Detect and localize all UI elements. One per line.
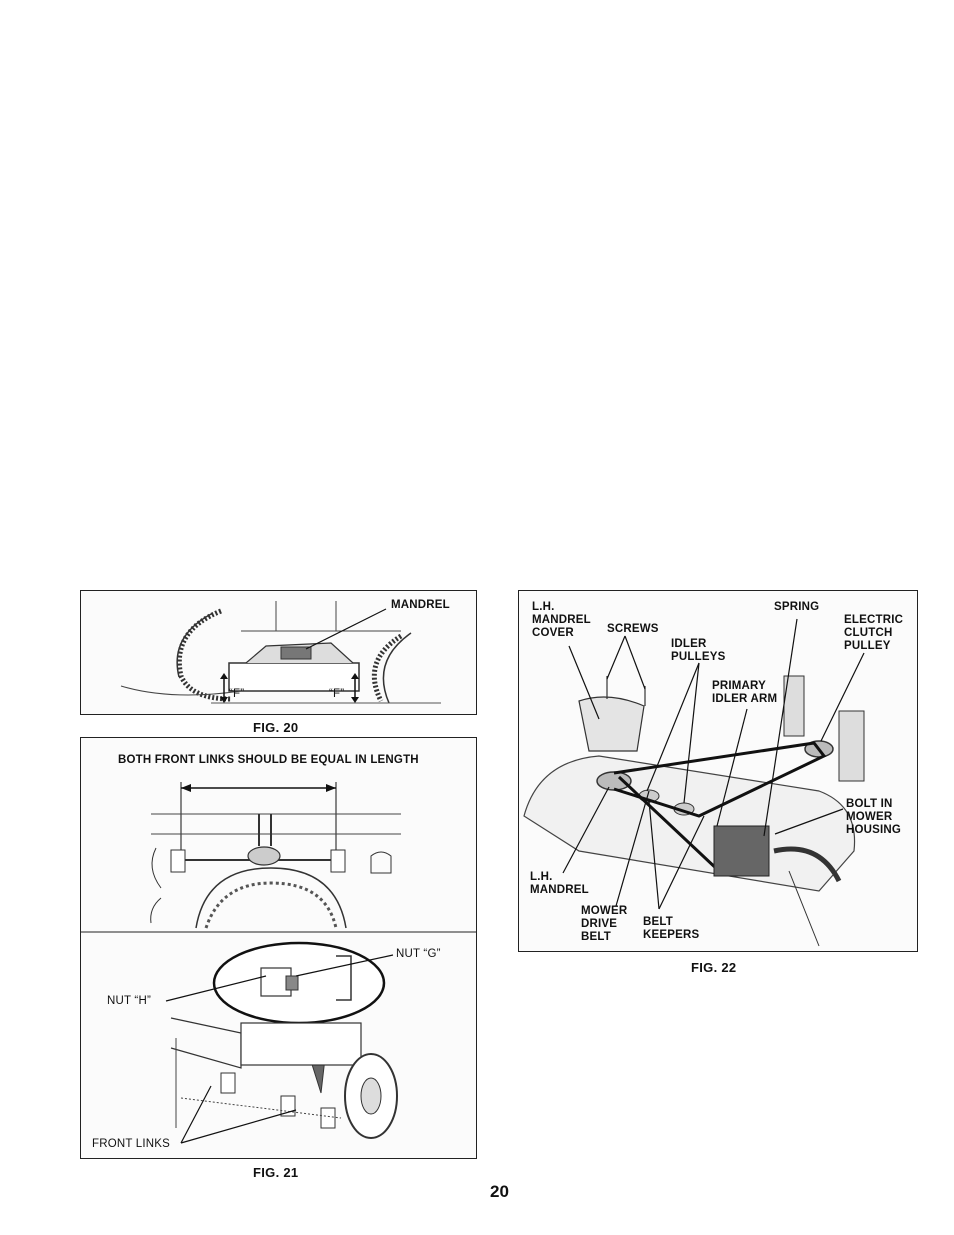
label-belt-keepers: BELT KEEPERS [643, 916, 699, 942]
label-primary-idler-arm: PRIMARY IDLER ARM [712, 680, 777, 706]
fig22-caption: FIG. 22 [691, 960, 736, 975]
label-nut-g: NUT “G” [396, 948, 441, 961]
fig20-illustration: MANDREL “F” “F” [80, 590, 477, 715]
label-lh-mandrel-cover: L.H. MANDREL COVER [532, 601, 591, 640]
fig20-caption: FIG. 20 [253, 720, 298, 735]
fig21-illustration: BOTH FRONT LINKS SHOULD BE EQUAL IN LENG… [80, 737, 477, 1159]
fig21-heading: BOTH FRONT LINKS SHOULD BE EQUAL IN LENG… [118, 754, 419, 767]
page-number: 20 [490, 1182, 509, 1202]
label-f-right: “F” [329, 688, 344, 701]
label-electric-clutch-pulley: ELECTRIC CLUTCH PULLEY [844, 614, 903, 653]
label-idler-pulleys: IDLER PULLEYS [671, 638, 725, 664]
label-nut-h: NUT “H” [107, 995, 151, 1008]
label-f-left: “F” [229, 688, 244, 701]
label-screws: SCREWS [607, 623, 659, 636]
label-mower-drive-belt: MOWER DRIVE BELT [581, 905, 627, 944]
label-front-links: FRONT LINKS [92, 1138, 170, 1151]
fig21-caption: FIG. 21 [253, 1165, 298, 1180]
label-bolt-in-mower-housing: BOLT IN MOWER HOUSING [846, 798, 901, 837]
label-mandrel: MANDREL [391, 599, 450, 612]
label-lh-mandrel: L.H. MANDREL [530, 871, 589, 897]
fig22-illustration: L.H. MANDREL COVER SCREWS SPRING ELECTRI… [518, 590, 918, 952]
label-spring: SPRING [774, 601, 819, 614]
